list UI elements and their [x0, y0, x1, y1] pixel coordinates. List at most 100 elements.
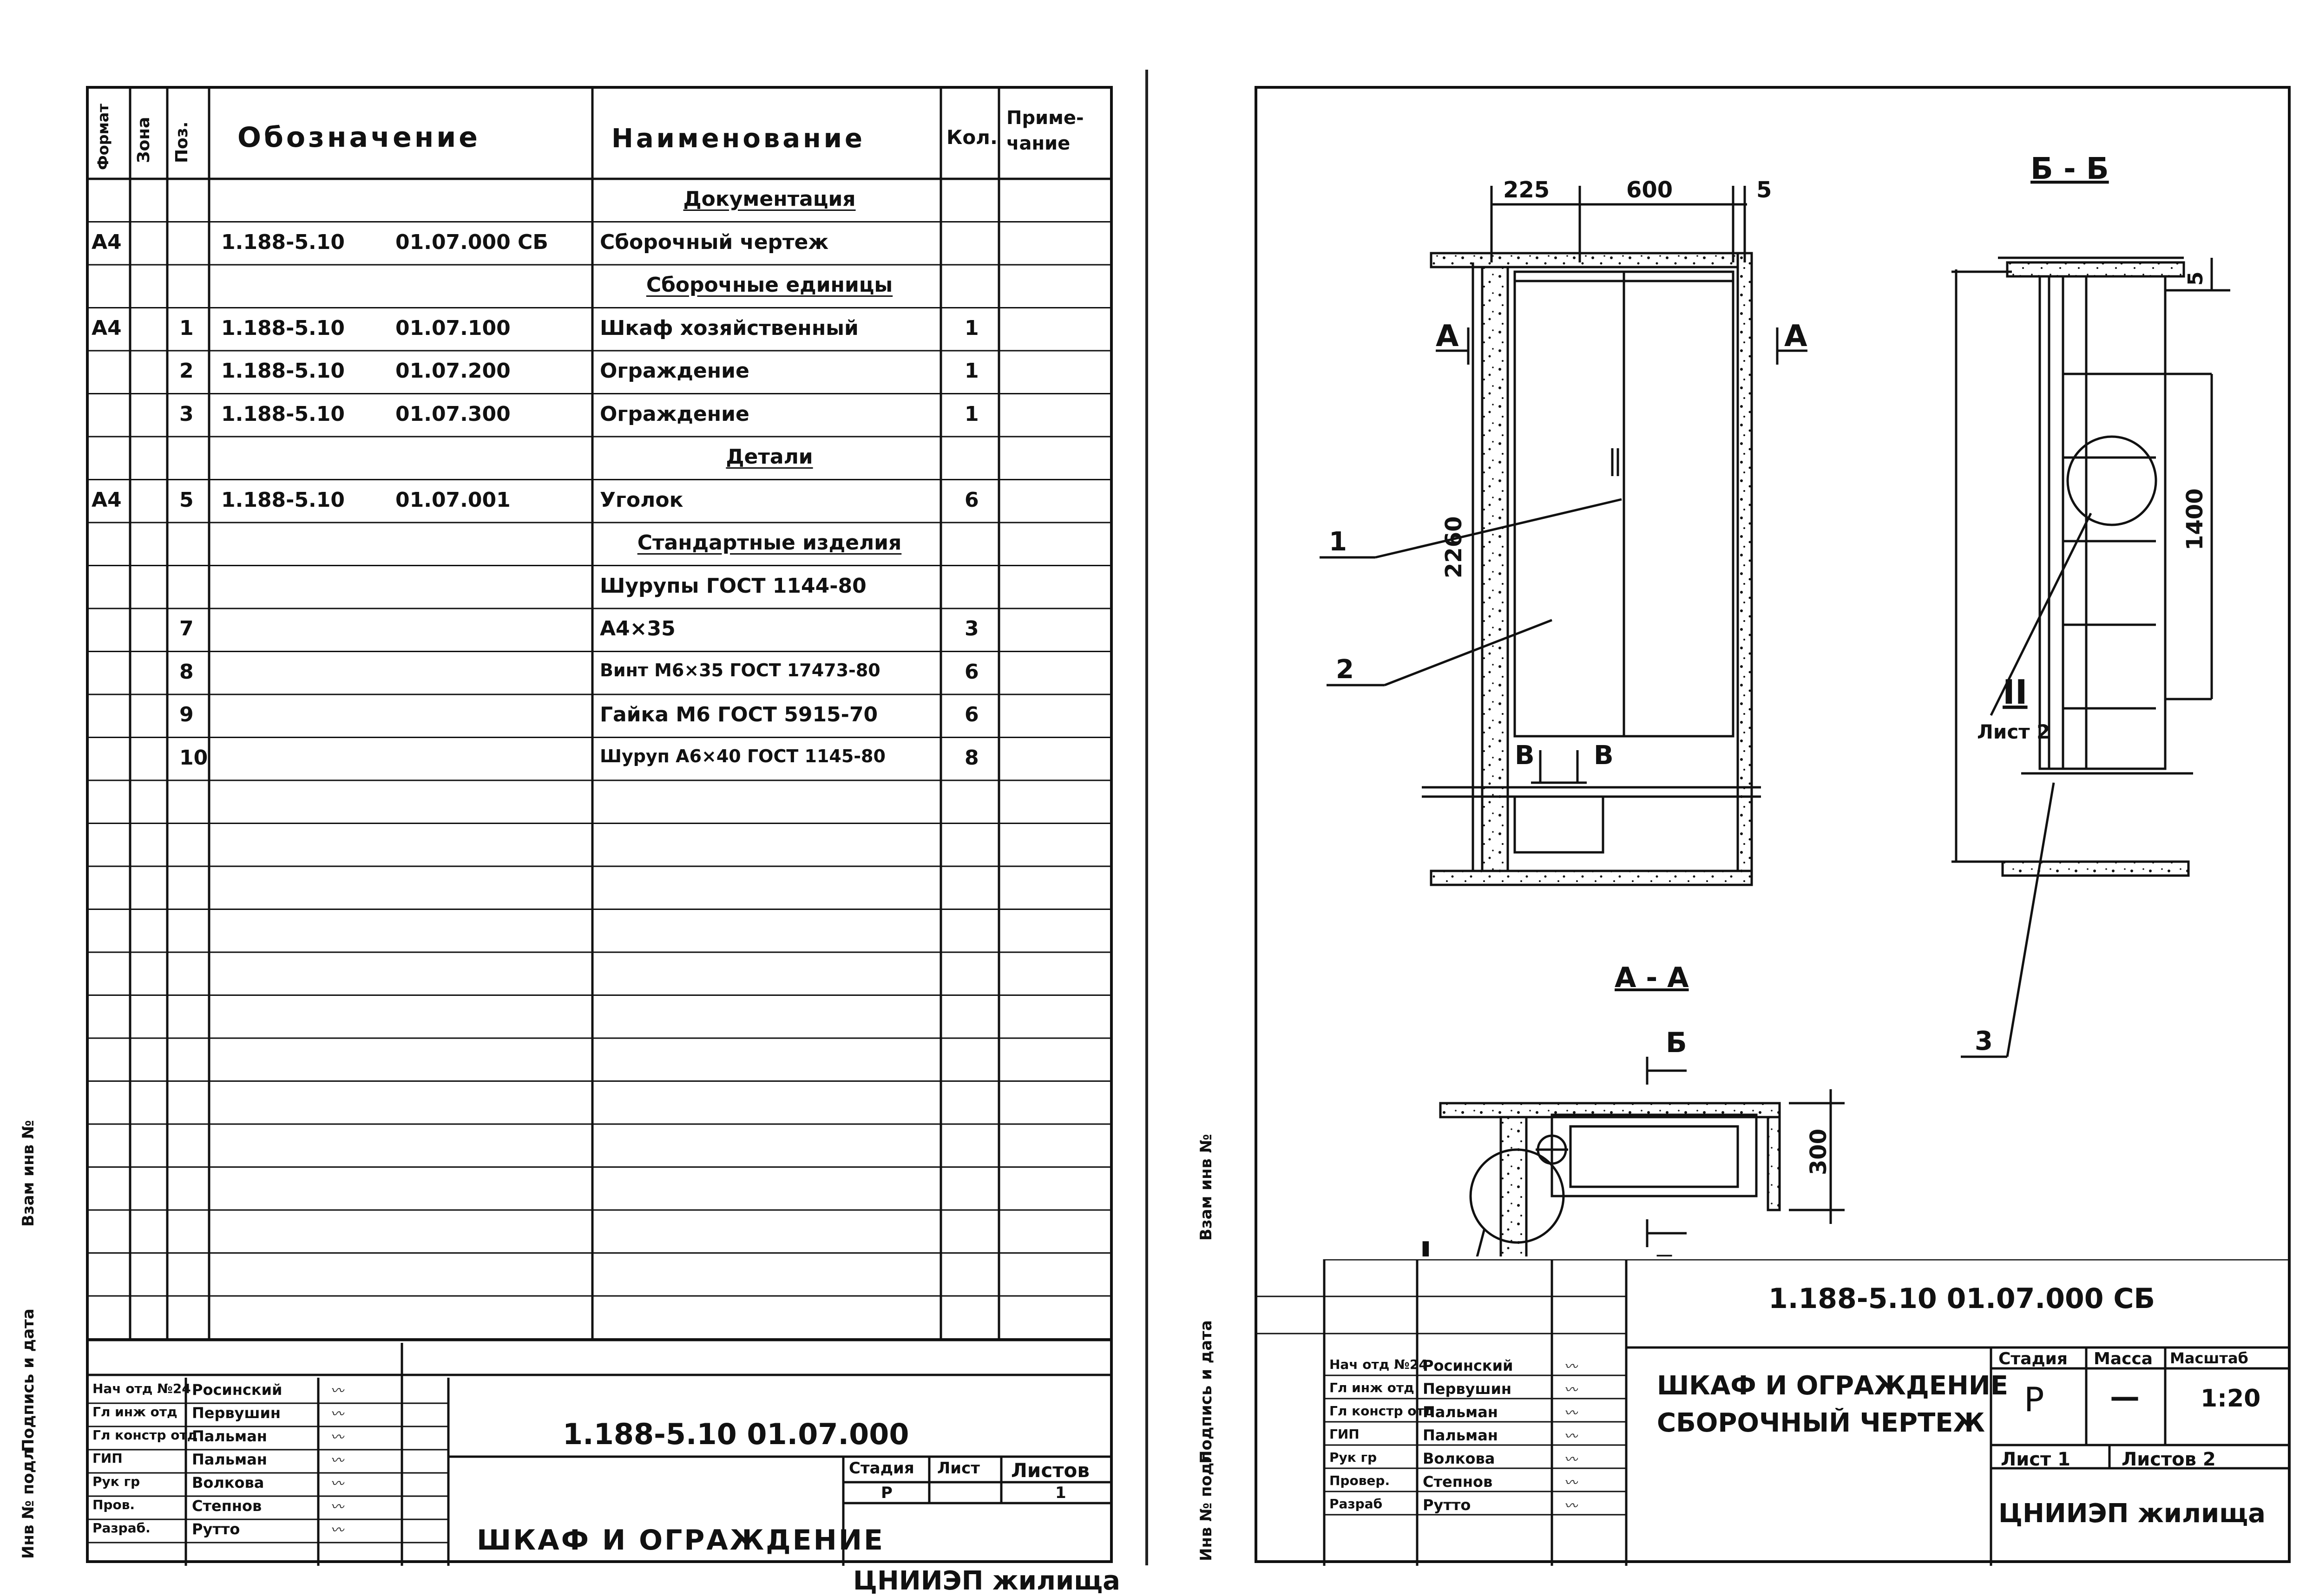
- spec-row-quantity: 6: [965, 703, 979, 726]
- spec-row-name: Шурупы ГОСТ 1144-80: [600, 574, 867, 598]
- right-side-label-replace: Взам инв №: [1197, 1134, 1215, 1241]
- signature-mark: 〰: [1564, 1428, 1578, 1445]
- side-label-replace: Взам инв №: [19, 1120, 38, 1227]
- spec-row-code: 1.188-5.10: [221, 488, 345, 512]
- stamp-person-name: Пальман: [1423, 1403, 1498, 1421]
- right-stamp-title-1: ШКАФ И ОГРАЖДЕНИЕ: [1657, 1371, 2009, 1401]
- spec-row-name: Уголок: [600, 488, 683, 512]
- spec-row-quantity: 3: [965, 617, 979, 641]
- assembly-drawing: 225 600 5 2260 1400 5 300 Б - Б А - А А …: [1320, 152, 2230, 1256]
- signature-mark: 〰: [1564, 1359, 1578, 1375]
- left-stamp-stage: Р: [881, 1484, 893, 1502]
- signature-mark: 〰: [1564, 1475, 1578, 1491]
- spec-row-subcode: 01.07.001: [395, 488, 511, 512]
- right-stamp-mass-label: Масса: [2094, 1349, 2153, 1368]
- signature-mark: 〰: [1564, 1405, 1578, 1421]
- right-stamp-grid: [1255, 1259, 2291, 1566]
- spec-row-name: Детали: [726, 445, 813, 469]
- signature-mark: 〰: [330, 1476, 344, 1492]
- signature-mark: 〰: [1564, 1382, 1578, 1398]
- spec-row-format: А4: [92, 316, 122, 340]
- spec-row-position: 3: [179, 402, 194, 426]
- spec-row-name: Ограждение: [600, 402, 749, 426]
- stamp-role: Разраб: [1329, 1496, 1383, 1511]
- right-stamp-title-2: СБОРОЧНЫЙ ЧЕРТЕЖ: [1657, 1408, 1985, 1438]
- spec-row-subcode: 01.07.200: [395, 359, 511, 383]
- right-stamp-sheet: Лист 1: [2001, 1449, 2070, 1470]
- sheet-divider: [1145, 70, 1148, 1565]
- left-stamp-grid: [86, 1343, 1113, 1566]
- header-note-2: чание: [1006, 133, 1071, 154]
- header-designation: Обозначение: [237, 121, 481, 154]
- spec-row-quantity: 1: [965, 402, 979, 426]
- spec-row-code: 1.188-5.10: [221, 402, 345, 426]
- spec-row-name: А4×35: [600, 617, 676, 641]
- stamp-role: Рук гр: [1329, 1450, 1377, 1465]
- dim-600: 600: [1626, 177, 1673, 203]
- dim-2260: 2260: [1441, 516, 1467, 578]
- spec-row-position: 2: [179, 359, 194, 383]
- header-quantity: Кол.: [946, 126, 998, 149]
- cut-v-left: В: [1515, 740, 1535, 771]
- signature-mark: 〰: [330, 1452, 344, 1469]
- right-stamp-mass: —: [2110, 1380, 2140, 1414]
- right-stamp-scale-label: Масштаб: [2170, 1349, 2248, 1367]
- stamp-person-name: Росинский: [1423, 1357, 1513, 1374]
- signature-mark: 〰: [330, 1499, 344, 1515]
- callout-3: 3: [1975, 1026, 1993, 1056]
- spec-row-subcode: 01.07.300: [395, 402, 511, 426]
- header-name: Наименование: [611, 124, 865, 154]
- header-zone: Зона: [134, 117, 153, 163]
- right-stamp-scale: 1:20: [2201, 1385, 2261, 1413]
- spec-row-name: Винт М6×35 ГОСТ 17473-80: [600, 660, 880, 680]
- signature-mark: 〰: [330, 1429, 344, 1446]
- stamp-person-name: Пальман: [1423, 1426, 1498, 1444]
- stamp-role: Рук гр: [92, 1474, 140, 1489]
- stamp-person-name: Степнов: [192, 1497, 262, 1515]
- drawing-sheet: 225 600 5 2260 1400 5 300 Б - Б А - А А …: [1197, 86, 2291, 1566]
- spec-row-position: 10: [179, 746, 208, 770]
- dim-5: 5: [1756, 177, 1772, 203]
- side-label-inv: Инв № подл: [19, 1448, 38, 1559]
- stamp-person-name: Рутто: [1423, 1496, 1471, 1514]
- dim-225: 225: [1503, 177, 1550, 203]
- spec-row-subcode: 01.07.100: [395, 316, 511, 340]
- right-stamp-stage-label: Стадия: [1998, 1349, 2068, 1368]
- section-aa-title: А - А: [1615, 962, 1689, 994]
- left-stamp-stage-label: Стадия: [849, 1459, 914, 1478]
- right-stamp-org: ЦНИИЭП жилища: [1998, 1498, 2266, 1529]
- right-side-label-sign: Подпись и дата: [1197, 1320, 1215, 1464]
- stamp-person-name: Волкова: [192, 1474, 264, 1491]
- node-ii-ref: Лист 2: [1977, 720, 2050, 743]
- stamp-role: Пров.: [92, 1497, 135, 1512]
- spec-row-quantity: 1: [965, 316, 979, 340]
- stamp-person-name: Степнов: [1423, 1473, 1493, 1491]
- spec-row-name: Документация: [683, 187, 856, 211]
- spec-row-quantity: 8: [965, 746, 979, 770]
- side-label-sign: Подпись и дата: [19, 1308, 38, 1452]
- stamp-role: Разраб.: [92, 1520, 151, 1536]
- right-side-label-inv: Инв № подл: [1197, 1451, 1215, 1561]
- right-stamp-stage: Р: [2024, 1380, 2044, 1419]
- spec-row-name: Гайка М6 ГОСТ 5915-70: [600, 703, 878, 726]
- signature-mark: 〰: [330, 1383, 344, 1399]
- signature-mark: 〰: [1564, 1498, 1578, 1514]
- stamp-person-name: Пальман: [192, 1451, 267, 1468]
- stamp-person-name: Пальман: [192, 1427, 267, 1445]
- left-stamp-code: 1.188-5.10 01.07.000: [563, 1417, 909, 1451]
- cut-v-right: В: [1594, 740, 1614, 771]
- spec-row-name: Шкаф хозяйственный: [600, 316, 859, 340]
- node-ii: II: [2003, 673, 2028, 712]
- stamp-person-name: Волкова: [1423, 1450, 1495, 1467]
- signature-mark: 〰: [330, 1406, 344, 1422]
- left-stamp-sheets-label: Листов: [1011, 1459, 1090, 1482]
- cut-a-right: А: [1784, 319, 1807, 353]
- stamp-person-name: Первушин: [1423, 1380, 1512, 1398]
- stamp-role: ГИП: [1329, 1426, 1360, 1442]
- stamp-role: Гл констр отд: [1329, 1403, 1435, 1419]
- spec-row-quantity: 6: [965, 660, 979, 684]
- header-position: Поз.: [172, 121, 191, 163]
- specification-sheet: Формат Зона Поз. Обозначение Наименовани…: [19, 86, 1120, 1596]
- stamp-person-name: Рутто: [192, 1520, 240, 1538]
- spec-row-name: Стандартные изделия: [637, 531, 902, 555]
